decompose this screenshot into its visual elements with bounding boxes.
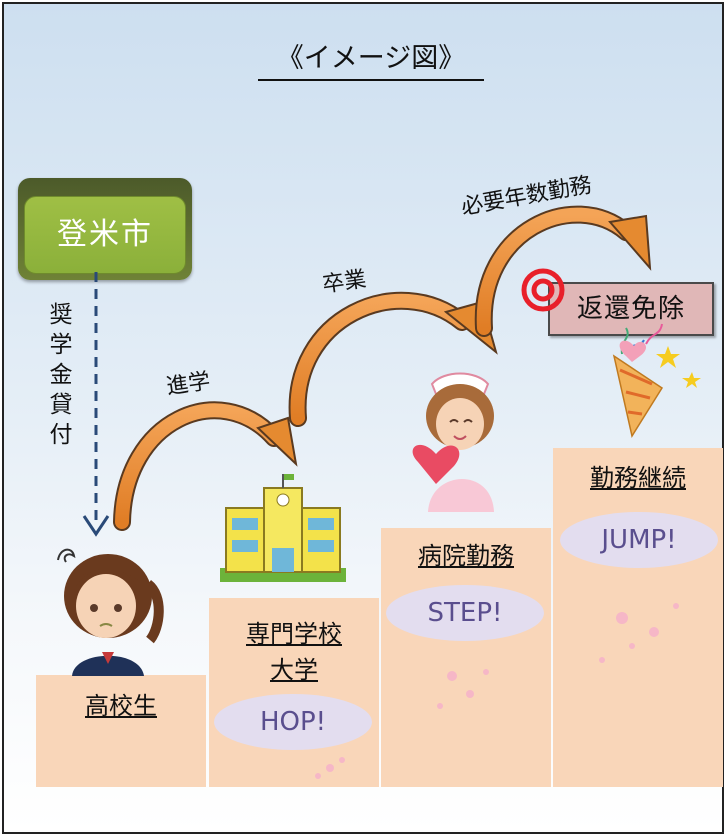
step-label-high-school: 高校生	[85, 692, 157, 720]
step-label-continue: 勤務継続	[590, 464, 686, 492]
city-inner: 登米市	[24, 196, 186, 274]
step-hospital	[381, 528, 551, 787]
step-college	[209, 598, 379, 787]
city-label: 登米市	[57, 217, 153, 252]
repayment-exemption-label: 返還免除	[576, 294, 685, 324]
step-label-college-line2: 大学	[270, 656, 318, 684]
jump-badge: JUMP!	[560, 512, 718, 568]
step-label-hospital: 病院勤務	[418, 542, 514, 570]
repayment-exemption-box: 返還免除	[548, 282, 714, 336]
city-box: 登米市	[18, 178, 192, 280]
scholarship-loan-label: 奨学金貸付	[49, 302, 73, 448]
step-continue	[553, 448, 723, 787]
hop-badge: HOP!	[214, 694, 372, 750]
advance-label: 進学	[164, 369, 212, 400]
step-badge: STEP!	[386, 585, 544, 641]
step-high-school	[36, 675, 206, 787]
page-title: 《イメージ図》	[258, 36, 484, 81]
step-label-college-line1: 専門学校	[246, 620, 342, 648]
graduate-label: 卒業	[320, 267, 368, 298]
